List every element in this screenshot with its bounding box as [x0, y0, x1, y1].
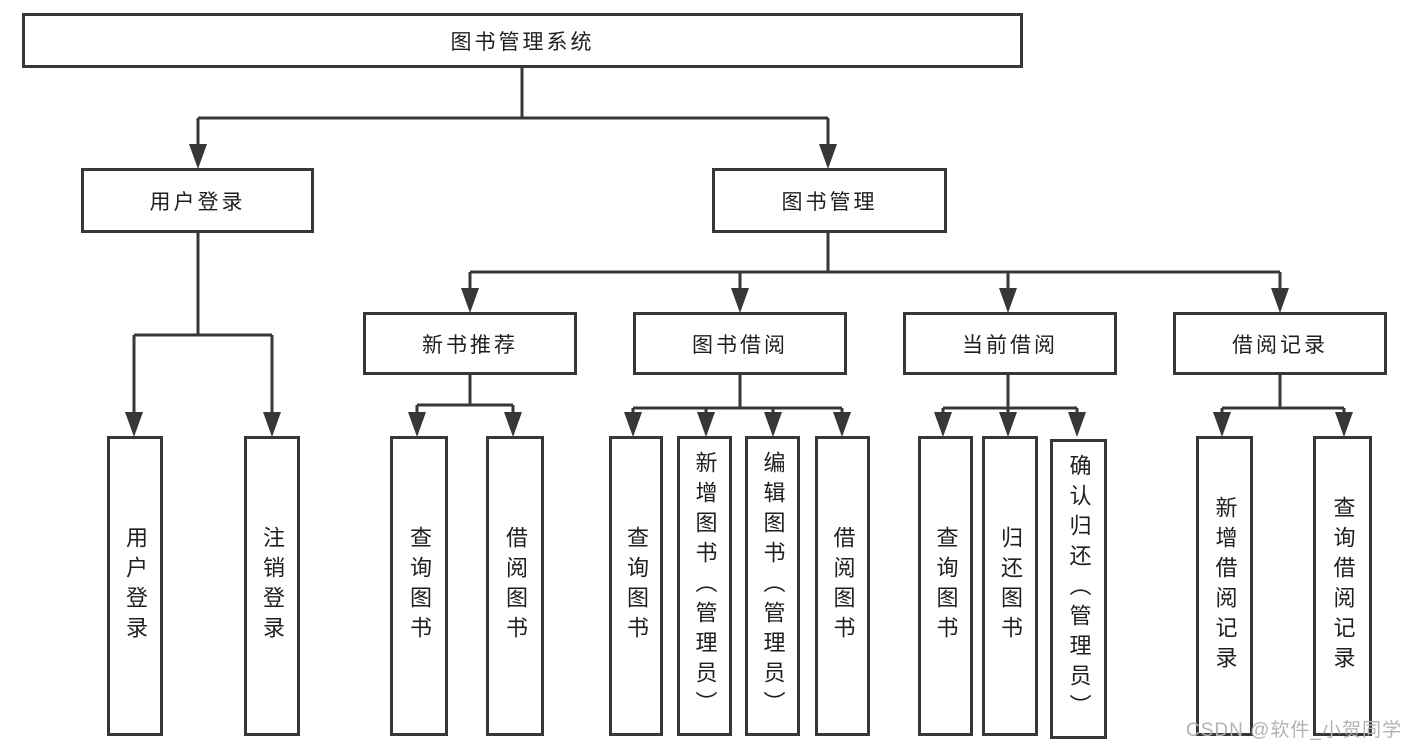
connector-book-mgmt-group: [468, 233, 1282, 292]
connector-records-group: [1220, 375, 1346, 416]
node-current-borrowing-label: 当前借阅: [962, 333, 1058, 357]
leaf-return-books: 归还图书: [982, 436, 1038, 736]
leaf-query-borrow-record: 查询借阅记录: [1313, 436, 1372, 736]
leaf-query-books-2: 查询图书: [609, 436, 663, 736]
node-book-management-label: 图书管理: [781, 190, 878, 214]
leaf-query-books-1: 查询图书: [390, 436, 448, 736]
node-user-login-label: 用户登录: [149, 190, 246, 214]
leaf-edit-books-admin-label: 编辑图书（管理员）: [760, 451, 786, 721]
leaf-edit-books-admin: 编辑图书（管理员）: [745, 436, 800, 736]
node-book-management: 图书管理: [712, 168, 947, 233]
leaf-query-books-3: 查询图书: [918, 436, 973, 736]
node-book-borrowing-label: 图书借阅: [692, 333, 788, 357]
leaf-return-books-label: 归还图书: [998, 526, 1023, 646]
leaf-user-login-label: 用户登录: [123, 526, 148, 646]
leaf-logout: 注销登录: [244, 436, 300, 736]
node-user-login: 用户登录: [81, 168, 314, 233]
leaf-add-books-admin: 新增图书（管理员）: [677, 436, 732, 736]
connector-new-book-group: [415, 375, 515, 416]
node-borrowing-records: 借阅记录: [1173, 312, 1387, 375]
node-new-book-recommendation: 新书推荐: [363, 312, 577, 375]
node-root-label: 图书管理系统: [450, 30, 595, 54]
node-new-book-recommendation-label: 新书推荐: [422, 333, 518, 357]
leaf-query-books-2-label: 查询图书: [624, 526, 649, 646]
connector-root: [196, 68, 830, 148]
leaf-borrow-books-2: 借阅图书: [815, 436, 870, 736]
leaf-confirm-return-admin-label: 确认归还（管理员）: [1066, 454, 1092, 724]
leaf-add-borrow-record-label: 新增借阅记录: [1212, 496, 1238, 676]
leaf-borrow-books-2-label: 借阅图书: [830, 526, 856, 646]
connector-current-group: [941, 375, 1079, 416]
leaf-query-books-3-label: 查询图书: [933, 526, 959, 646]
leaf-add-borrow-record: 新增借阅记录: [1196, 436, 1253, 736]
leaf-query-books-1-label: 查询图书: [407, 526, 432, 646]
connector-borrow-group: [631, 375, 844, 416]
leaf-borrow-books-1-label: 借阅图书: [503, 526, 528, 646]
connector-user-login-group: [132, 233, 274, 416]
leaf-query-borrow-record-label: 查询借阅记录: [1330, 496, 1356, 676]
leaf-logout-label: 注销登录: [260, 526, 285, 646]
node-borrowing-records-label: 借阅记录: [1232, 333, 1328, 357]
node-current-borrowing: 当前借阅: [903, 312, 1117, 375]
node-book-borrowing: 图书借阅: [633, 312, 847, 375]
leaf-user-login: 用户登录: [107, 436, 163, 736]
leaf-add-books-admin-label: 新增图书（管理员）: [692, 451, 718, 721]
node-root: 图书管理系统: [22, 13, 1023, 68]
leaf-borrow-books-1: 借阅图书: [486, 436, 544, 736]
csdn-watermark: CSDN @软件_小贺同学: [1186, 720, 1402, 741]
leaf-confirm-return-admin: 确认归还（管理员）: [1050, 439, 1107, 739]
